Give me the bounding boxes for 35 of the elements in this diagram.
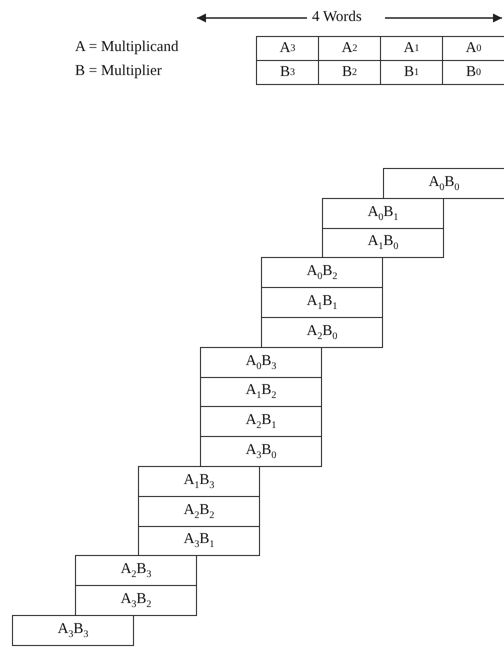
partial-product-box [383, 168, 504, 199]
partial-product-box [138, 466, 260, 497]
partial-product-box [200, 346, 322, 378]
partial-product-text: A$_{1}$B$_{1}$ [306, 293, 338, 312]
partial-product-box [200, 436, 322, 467]
partial-product-box [261, 257, 383, 288]
partial-product-text: A$_{1}$B$_{2}$ [246, 382, 276, 402]
partial-product-box [12, 615, 134, 646]
partial-product-text: A$_{3}$B$_{0}$ [246, 442, 276, 462]
partial-product-text: A$_{3}$B$_{3}$ [58, 620, 88, 640]
partial-product-text: A$_{0}$B$_{0}$ [428, 174, 460, 193]
legend-text: B = Multiplier [75, 63, 162, 80]
partial-product-box [261, 287, 383, 318]
partial-product-text: A$_{0}$B$_{1}$ [368, 204, 398, 223]
partial-product-box [138, 526, 260, 556]
partial-product-box [75, 555, 197, 586]
partial-product-text: A$_{3}$B$_{1}$ [184, 531, 214, 550]
partial-product-box [200, 376, 322, 408]
partial-product-text: A$_{0}$B$_{2}$ [306, 263, 338, 282]
partial-product-text: A$_{2}$B$_{3}$ [120, 561, 152, 580]
partial-product-text: A$_{2}$B$_{0}$ [306, 322, 338, 342]
partial-product-box [75, 585, 197, 616]
partial-product-box [261, 317, 383, 348]
partial-product-text: A$_{1}$B$_{0}$ [368, 233, 398, 252]
partial-product-box [322, 198, 444, 229]
partial-product-text: A$_{1}$B$_{3}$ [184, 472, 214, 491]
partial-product-text: A$_{2}$B$_{2}$ [184, 502, 214, 521]
partial-product-box [322, 228, 444, 258]
partial-product-text: A$_{3}$B$_{2}$ [120, 591, 152, 610]
legend-text: A = Multiplicand [75, 39, 178, 56]
partial-product-text: A$_{2}$B$_{1}$ [246, 412, 276, 432]
partial-product-box [138, 496, 260, 527]
dimension-label: 4 Words [312, 9, 362, 26]
partial-product-box [200, 406, 322, 438]
partial-product-text: A$_{0}$B$_{3}$ [246, 352, 276, 372]
